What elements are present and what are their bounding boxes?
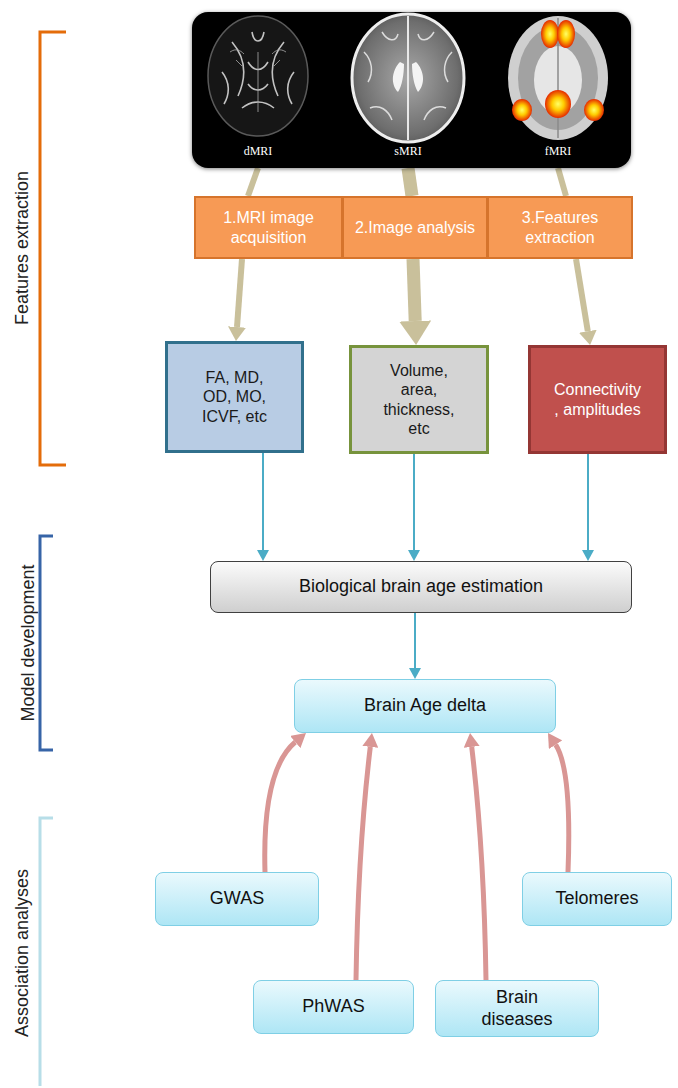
flow-arrow bbox=[237, 259, 242, 327]
analysis-box: Telomeres bbox=[522, 872, 672, 926]
modality-label: dMRI bbox=[218, 144, 298, 158]
flow-arrow bbox=[408, 168, 412, 196]
modality-label: sMRI bbox=[368, 144, 448, 158]
feature-box: Connectivity , amplitudes bbox=[528, 345, 667, 454]
feature-box: FA, MD, OD, MO, ICVF, etc bbox=[165, 341, 304, 453]
flow-arrow bbox=[356, 747, 370, 980]
box-label: FA, MD, OD, MO, ICVF, etc bbox=[195, 368, 275, 426]
analysis-box: Brain diseases bbox=[435, 980, 599, 1037]
box-label: Telomeres bbox=[555, 888, 638, 910]
flow-arrow bbox=[556, 745, 569, 872]
step-box: 1.MRI image acquisition bbox=[194, 196, 343, 259]
box-label: GWAS bbox=[210, 888, 264, 910]
mri-image-panel: dMRI sMRI fMRI bbox=[192, 12, 631, 168]
association-bracket bbox=[40, 818, 53, 1086]
section-label: Association analyses bbox=[11, 793, 33, 1088]
flow-arrow bbox=[414, 613, 416, 668]
features-bracket bbox=[40, 32, 66, 465]
step-box: 3.Features extraction bbox=[487, 196, 633, 259]
box-label: Brain diseases bbox=[472, 987, 562, 1030]
section-label: Model development bbox=[17, 483, 39, 803]
flow-arrow bbox=[587, 454, 589, 550]
flow-arrow bbox=[472, 747, 486, 980]
flow-arrow bbox=[262, 453, 264, 550]
model-bracket bbox=[40, 536, 53, 750]
flow-arrow bbox=[558, 168, 566, 196]
feature-box: Volume, area, thickness, etc bbox=[349, 345, 489, 454]
flow-arrow bbox=[248, 168, 258, 196]
box-label: Volume, area, thickness, etc bbox=[379, 361, 459, 438]
box-label: Brain Age delta bbox=[364, 695, 486, 717]
flow-arrow bbox=[576, 259, 588, 331]
analysis-box: PhWAS bbox=[253, 980, 414, 1034]
box-label: 3.Features extraction bbox=[495, 208, 625, 246]
flow-arrow bbox=[413, 454, 415, 550]
box-label: Biological brain age estimation bbox=[299, 576, 543, 598]
box-label: 1.MRI image acquisition bbox=[202, 208, 335, 246]
fmri-image bbox=[508, 16, 608, 140]
smri-image bbox=[352, 14, 464, 142]
step-box: 2.Image analysis bbox=[342, 196, 488, 259]
flow-arrow bbox=[265, 742, 296, 872]
box-label: 2.Image analysis bbox=[355, 218, 475, 237]
modality-label: fMRI bbox=[518, 144, 598, 158]
section-label: Features extraction bbox=[11, 88, 33, 408]
delta-box: Brain Age delta bbox=[294, 679, 556, 733]
flow-arrow bbox=[413, 259, 415, 321]
dmri-image bbox=[208, 16, 308, 136]
model-box: Biological brain age estimation bbox=[210, 561, 632, 613]
box-label: Connectivity , amplitudes bbox=[552, 380, 644, 418]
box-label: PhWAS bbox=[302, 996, 364, 1018]
analysis-box: GWAS bbox=[155, 872, 319, 926]
